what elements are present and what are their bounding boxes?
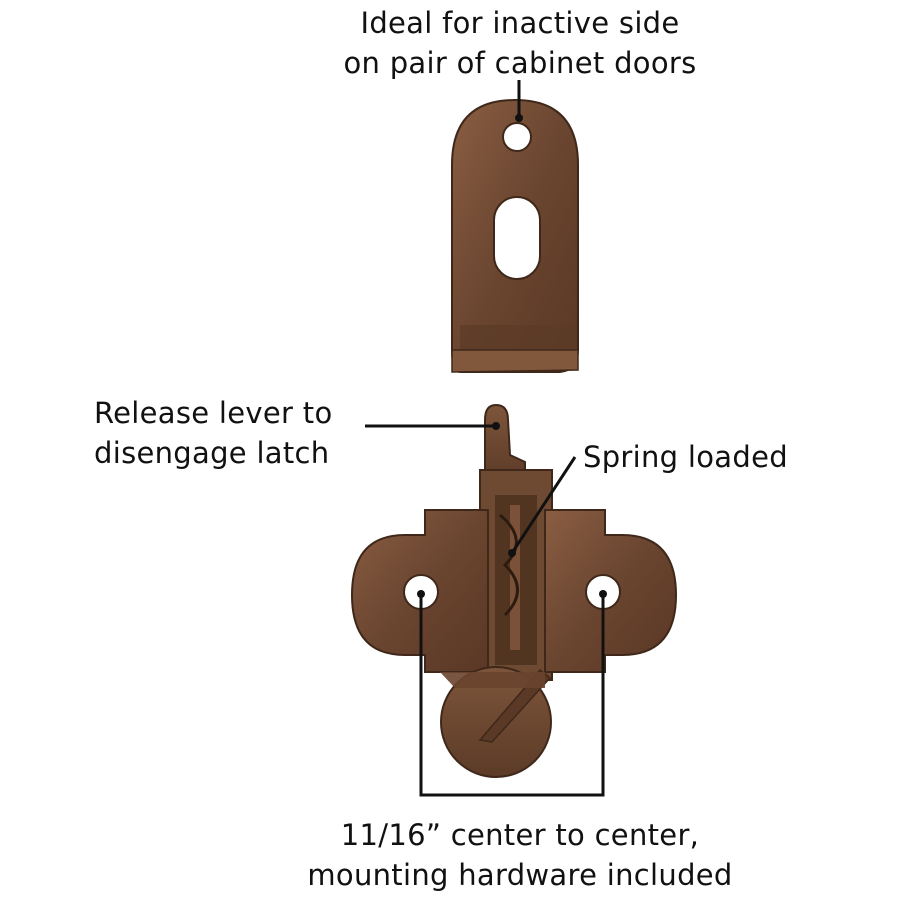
spring <box>499 513 519 617</box>
callout-inactive-side-line1: Ideal for inactive side <box>360 6 680 40</box>
callout-mounting-line1: 11/16” center to center, <box>340 818 700 852</box>
callout-spring-loaded: Spring loaded <box>583 437 788 477</box>
strike-plate <box>451 98 579 373</box>
leader-mounting <box>419 594 605 797</box>
release-lever <box>484 403 526 482</box>
strike-plate-slot <box>493 196 541 280</box>
leader-lines <box>365 80 607 797</box>
callout-release-lever-line2: disengage latch <box>94 436 330 470</box>
strike-plate-hole <box>502 122 532 152</box>
callout-release-lever-line1: Release lever to <box>94 396 333 430</box>
callout-spring-loaded-line1: Spring loaded <box>583 440 788 474</box>
callout-release-lever: Release lever to disengage latch <box>94 393 333 473</box>
callout-mounting-line2: mounting hardware included <box>307 858 733 892</box>
callout-inactive-side: Ideal for inactive side on pair of cabin… <box>0 3 900 83</box>
leader-spring <box>510 456 577 554</box>
callout-mounting: 11/16” center to center, mounting hardwa… <box>0 815 900 895</box>
callout-inactive-side-line2: on pair of cabinet doors <box>343 46 697 80</box>
